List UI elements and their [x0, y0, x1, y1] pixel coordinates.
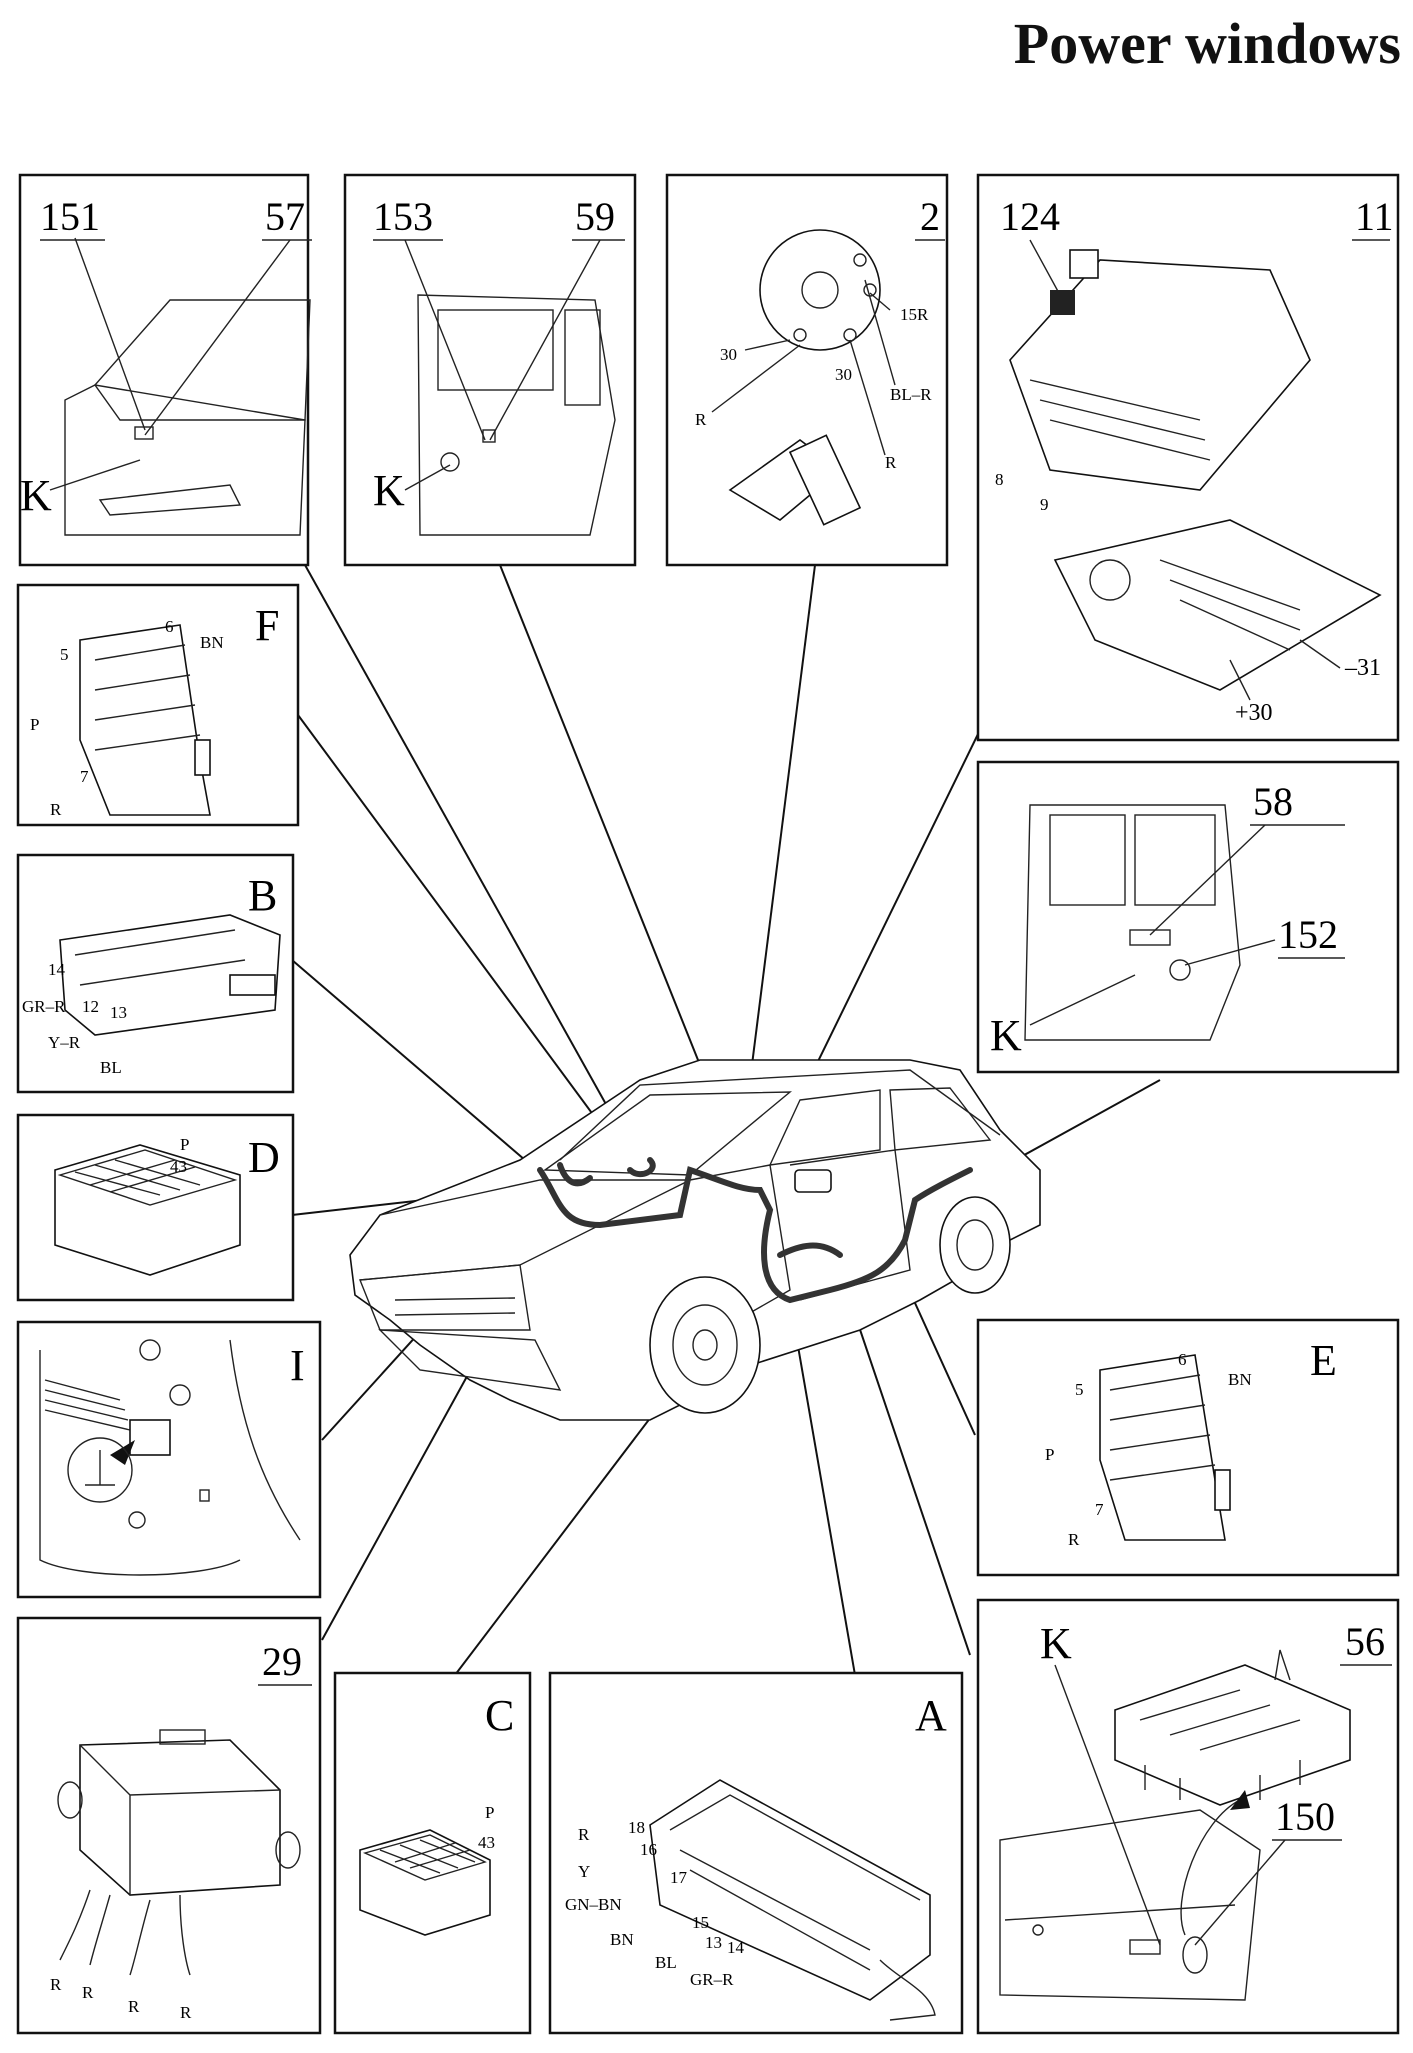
component-number-29: 29: [262, 1639, 302, 1684]
svg-text:P: P: [1045, 1445, 1054, 1464]
svg-text:30: 30: [720, 345, 737, 364]
component-number-150: 150: [1275, 1794, 1335, 1839]
svg-text:43: 43: [170, 1157, 187, 1176]
svg-text:6: 6: [1178, 1350, 1187, 1369]
panel-connector-d: D P 43: [16, 1113, 295, 1302]
svg-text:5: 5: [60, 645, 69, 664]
component-number-11: 11: [1355, 194, 1394, 239]
panel-rear-right-door: 58 152 K: [976, 760, 1400, 1074]
svg-text:R: R: [885, 453, 897, 472]
panel-ground-point-i: I: [16, 1320, 322, 1599]
connector-letter-f: F: [255, 601, 279, 650]
svg-text:–31: –31: [1344, 655, 1381, 681]
svg-text:7: 7: [1095, 1500, 1104, 1519]
connector-letter-d: D: [248, 1133, 280, 1182]
svg-text:12: 12: [82, 997, 99, 1016]
connector-letter-a: A: [915, 1691, 947, 1740]
component-number-152: 152: [1278, 912, 1338, 957]
panel-window-switch-56: 56 150 K: [976, 1598, 1400, 2035]
svg-text:R: R: [578, 1825, 590, 1844]
ground-point-marker: K: [990, 1011, 1022, 1060]
svg-text:8: 8: [995, 470, 1004, 489]
svg-text:30: 30: [835, 365, 852, 384]
component-number-58: 58: [1253, 779, 1293, 824]
svg-text:14: 14: [48, 960, 66, 979]
panel-central-electrical-unit: 124 11 8 9 –31 +30: [976, 173, 1400, 742]
svg-text:R: R: [180, 2003, 192, 2022]
car-illustration: [349, 1059, 1041, 1421]
svg-text:18: 18: [628, 1818, 645, 1837]
ground-point-marker: K: [1040, 1619, 1072, 1668]
component-number-153: 153: [373, 194, 433, 239]
svg-text:13: 13: [110, 1003, 127, 1022]
svg-text:15: 15: [692, 1913, 709, 1932]
panel-control-module-29: 29 R R R R: [16, 1616, 322, 2035]
svg-text:9: 9: [1040, 495, 1049, 514]
svg-text:P: P: [485, 1803, 494, 1822]
svg-text:R: R: [82, 1983, 94, 2002]
svg-text:14: 14: [727, 1938, 745, 1957]
svg-text:16: 16: [640, 1840, 657, 1859]
connector-letter-b: B: [248, 871, 277, 920]
svg-text:GN–BN: GN–BN: [565, 1895, 622, 1914]
panel-front-left-door: 151 57 K: [18, 173, 312, 567]
svg-text:Y: Y: [578, 1862, 590, 1881]
panel-connector-f: F 6 BN 5 P 7 R: [16, 583, 300, 827]
ground-point-marker: K: [20, 471, 52, 520]
svg-text:6: 6: [165, 617, 174, 636]
component-number-57: 57: [265, 194, 305, 239]
svg-text:15R: 15R: [900, 305, 929, 324]
svg-text:GR–R: GR–R: [690, 1970, 734, 1989]
connector-letter-c: C: [485, 1691, 514, 1740]
svg-text:R: R: [1068, 1530, 1080, 1549]
connector-letter-e: E: [1310, 1336, 1337, 1385]
svg-text:BN: BN: [610, 1930, 634, 1949]
svg-text:BN: BN: [1228, 1370, 1252, 1389]
svg-text:17: 17: [670, 1868, 688, 1887]
component-number-2: 2: [920, 194, 940, 239]
svg-text:7: 7: [80, 767, 89, 786]
svg-text:P: P: [30, 715, 39, 734]
svg-text:R: R: [128, 1997, 140, 2016]
svg-text:BL: BL: [655, 1953, 677, 1972]
svg-text:Y–R: Y–R: [48, 1033, 81, 1052]
connector-letter-i: I: [290, 1341, 305, 1390]
svg-text:R: R: [50, 1975, 62, 1994]
component-number-59: 59: [575, 194, 615, 239]
svg-text:13: 13: [705, 1933, 722, 1952]
panel-rear-left-door: 153 59 K: [343, 173, 637, 567]
component-number-151: 151: [40, 194, 100, 239]
svg-text:GR–R: GR–R: [22, 997, 66, 1016]
svg-text:BL: BL: [100, 1058, 122, 1077]
svg-text:BN: BN: [200, 633, 224, 652]
svg-text:43: 43: [478, 1833, 495, 1852]
page-title: Power windows: [1013, 11, 1401, 76]
svg-text:+30: +30: [1235, 700, 1273, 726]
ground-point-marker: K: [373, 466, 405, 515]
svg-text:BL–R: BL–R: [890, 385, 932, 404]
panel-connector-e: E 6 BN 5 P 7 R: [976, 1318, 1400, 1577]
component-number-124: 124: [1000, 194, 1060, 239]
panel-connector-c: C P 43: [333, 1671, 532, 2035]
panel-connector-a: A R 18 16 Y 17 GN–BN 15 BN 13 BL 14 GR–R: [548, 1671, 964, 2035]
component-number-56: 56: [1345, 1619, 1385, 1664]
panel-ignition-switch: 2 30 15R 30 R BL–R R: [665, 173, 949, 567]
panel-connector-b: B 14 GR–R 12 13 Y–R BL: [16, 853, 295, 1094]
svg-text:P: P: [180, 1135, 189, 1154]
svg-text:5: 5: [1075, 1380, 1084, 1399]
svg-text:R: R: [50, 800, 62, 819]
svg-text:R: R: [695, 410, 707, 429]
